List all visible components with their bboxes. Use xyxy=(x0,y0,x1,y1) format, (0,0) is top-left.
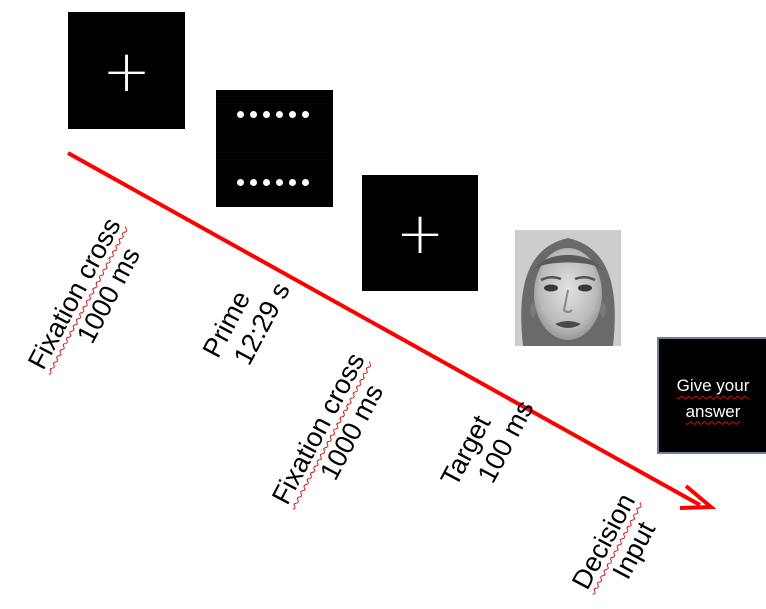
prime-dot-icon xyxy=(263,111,270,118)
prime-dot-icon xyxy=(263,179,270,186)
answer-line-1: Give your xyxy=(676,376,750,395)
prime-dot-icon xyxy=(289,111,296,118)
prime-dot-icon xyxy=(250,179,257,186)
prime-screen xyxy=(216,90,333,207)
prime-dots-bottom xyxy=(237,179,309,186)
timeline-arrow-shaft xyxy=(67,151,701,507)
timeline-arrow xyxy=(67,151,717,510)
prime-dot-icon xyxy=(237,179,244,186)
prime-dot-icon xyxy=(302,111,309,118)
fixation-screen-2: + xyxy=(362,175,478,291)
answer-line-2: answer xyxy=(685,401,741,421)
face-portrait-icon xyxy=(515,230,621,346)
prime-dot-icon xyxy=(276,111,283,118)
fixation-cross-icon: + xyxy=(102,36,151,105)
prime-dot-icon xyxy=(237,111,244,118)
prime-dots-top xyxy=(237,111,309,118)
prime-dot-icon xyxy=(250,111,257,118)
fixation-screen-1: + xyxy=(68,12,185,129)
prime-dot-icon xyxy=(302,179,309,186)
target-face-image xyxy=(515,230,621,346)
prime-dot-icon xyxy=(276,179,283,186)
prime-dot-icon xyxy=(289,179,296,186)
fixation-cross-icon: + xyxy=(395,199,445,267)
answer-screen: Give your answer xyxy=(657,337,766,454)
timeline-arrow-head xyxy=(679,484,717,510)
